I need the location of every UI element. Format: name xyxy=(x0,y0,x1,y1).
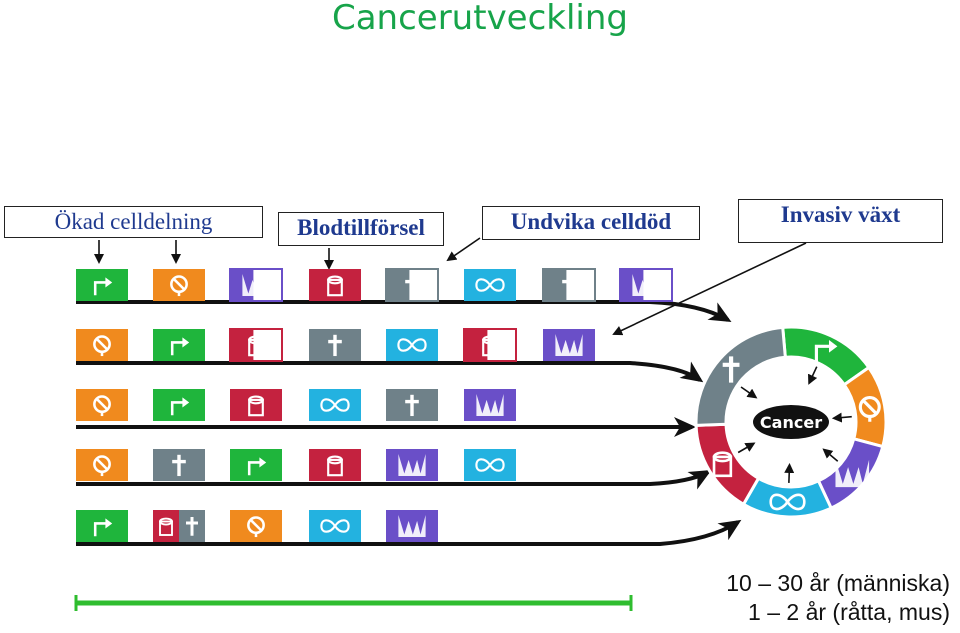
ring-inward-arrows xyxy=(737,366,852,483)
tile-r5-c4 xyxy=(309,510,361,542)
timescale-human: 10 – 30 år (människa) xyxy=(726,570,950,596)
tile-r3-c3 xyxy=(230,389,282,421)
tile-r5-c3 xyxy=(230,510,282,542)
tile-r5-c1 xyxy=(76,510,128,542)
tile-r4-c3 xyxy=(230,449,282,481)
tile-r1-c6 xyxy=(464,269,516,301)
pathway-lines xyxy=(76,300,742,546)
cancer-label: Cancer xyxy=(760,413,822,432)
label-blood-supply: Blodtillförsel xyxy=(278,212,444,246)
tile-r2-c7 xyxy=(543,329,595,361)
tile-r1-c5 xyxy=(385,268,439,302)
tile-r3-c4 xyxy=(309,389,361,421)
cancer-core xyxy=(753,405,829,439)
tile-r4-c6 xyxy=(464,449,516,481)
label-pointer-arrows xyxy=(94,237,807,336)
hallmark-ring: Cancer xyxy=(694,325,888,519)
tile-r3-c1 xyxy=(76,389,128,421)
tile-r3-c2 xyxy=(153,389,205,421)
hallmark-tiles xyxy=(76,268,673,542)
tile-r2-c4 xyxy=(309,329,361,361)
tile-r2-c1 xyxy=(76,329,128,361)
label-invasive-growth: Invasiv växt xyxy=(738,199,943,243)
tile-r2-c5 xyxy=(386,329,438,361)
tile-r5-c5 xyxy=(386,510,438,542)
tile-r1-c1 xyxy=(76,269,128,301)
tile-r2-c2 xyxy=(153,329,205,361)
tile-r1-c3 xyxy=(229,268,283,302)
tile-r1-c7 xyxy=(542,268,596,302)
tile-r2-c3 xyxy=(229,328,283,362)
label-increased-cell-division: Ökad celldelning xyxy=(4,206,263,238)
tile-r4-c2 xyxy=(153,449,205,481)
timeline-bar xyxy=(74,595,633,611)
tile-r1-c4 xyxy=(309,269,361,301)
tile-r3-c5 xyxy=(386,389,438,421)
tile-r1-c8 xyxy=(619,268,673,302)
tile-r5-c2 xyxy=(153,510,205,542)
tile-r4-c1 xyxy=(76,449,128,481)
page-title: Cancerutveckling xyxy=(331,0,629,38)
tile-r2-c6 xyxy=(463,328,517,362)
tile-r1-c2 xyxy=(153,269,205,301)
tile-r4-c4 xyxy=(309,449,361,481)
ring-segment-apoptosis xyxy=(694,325,787,427)
tile-r4-c5 xyxy=(386,449,438,481)
label-avoid-cell-death: Undvika celldöd xyxy=(482,206,700,240)
timescale-rodent: 1 – 2 år (råtta, mus) xyxy=(748,599,950,625)
tile-r3-c6 xyxy=(464,389,516,421)
